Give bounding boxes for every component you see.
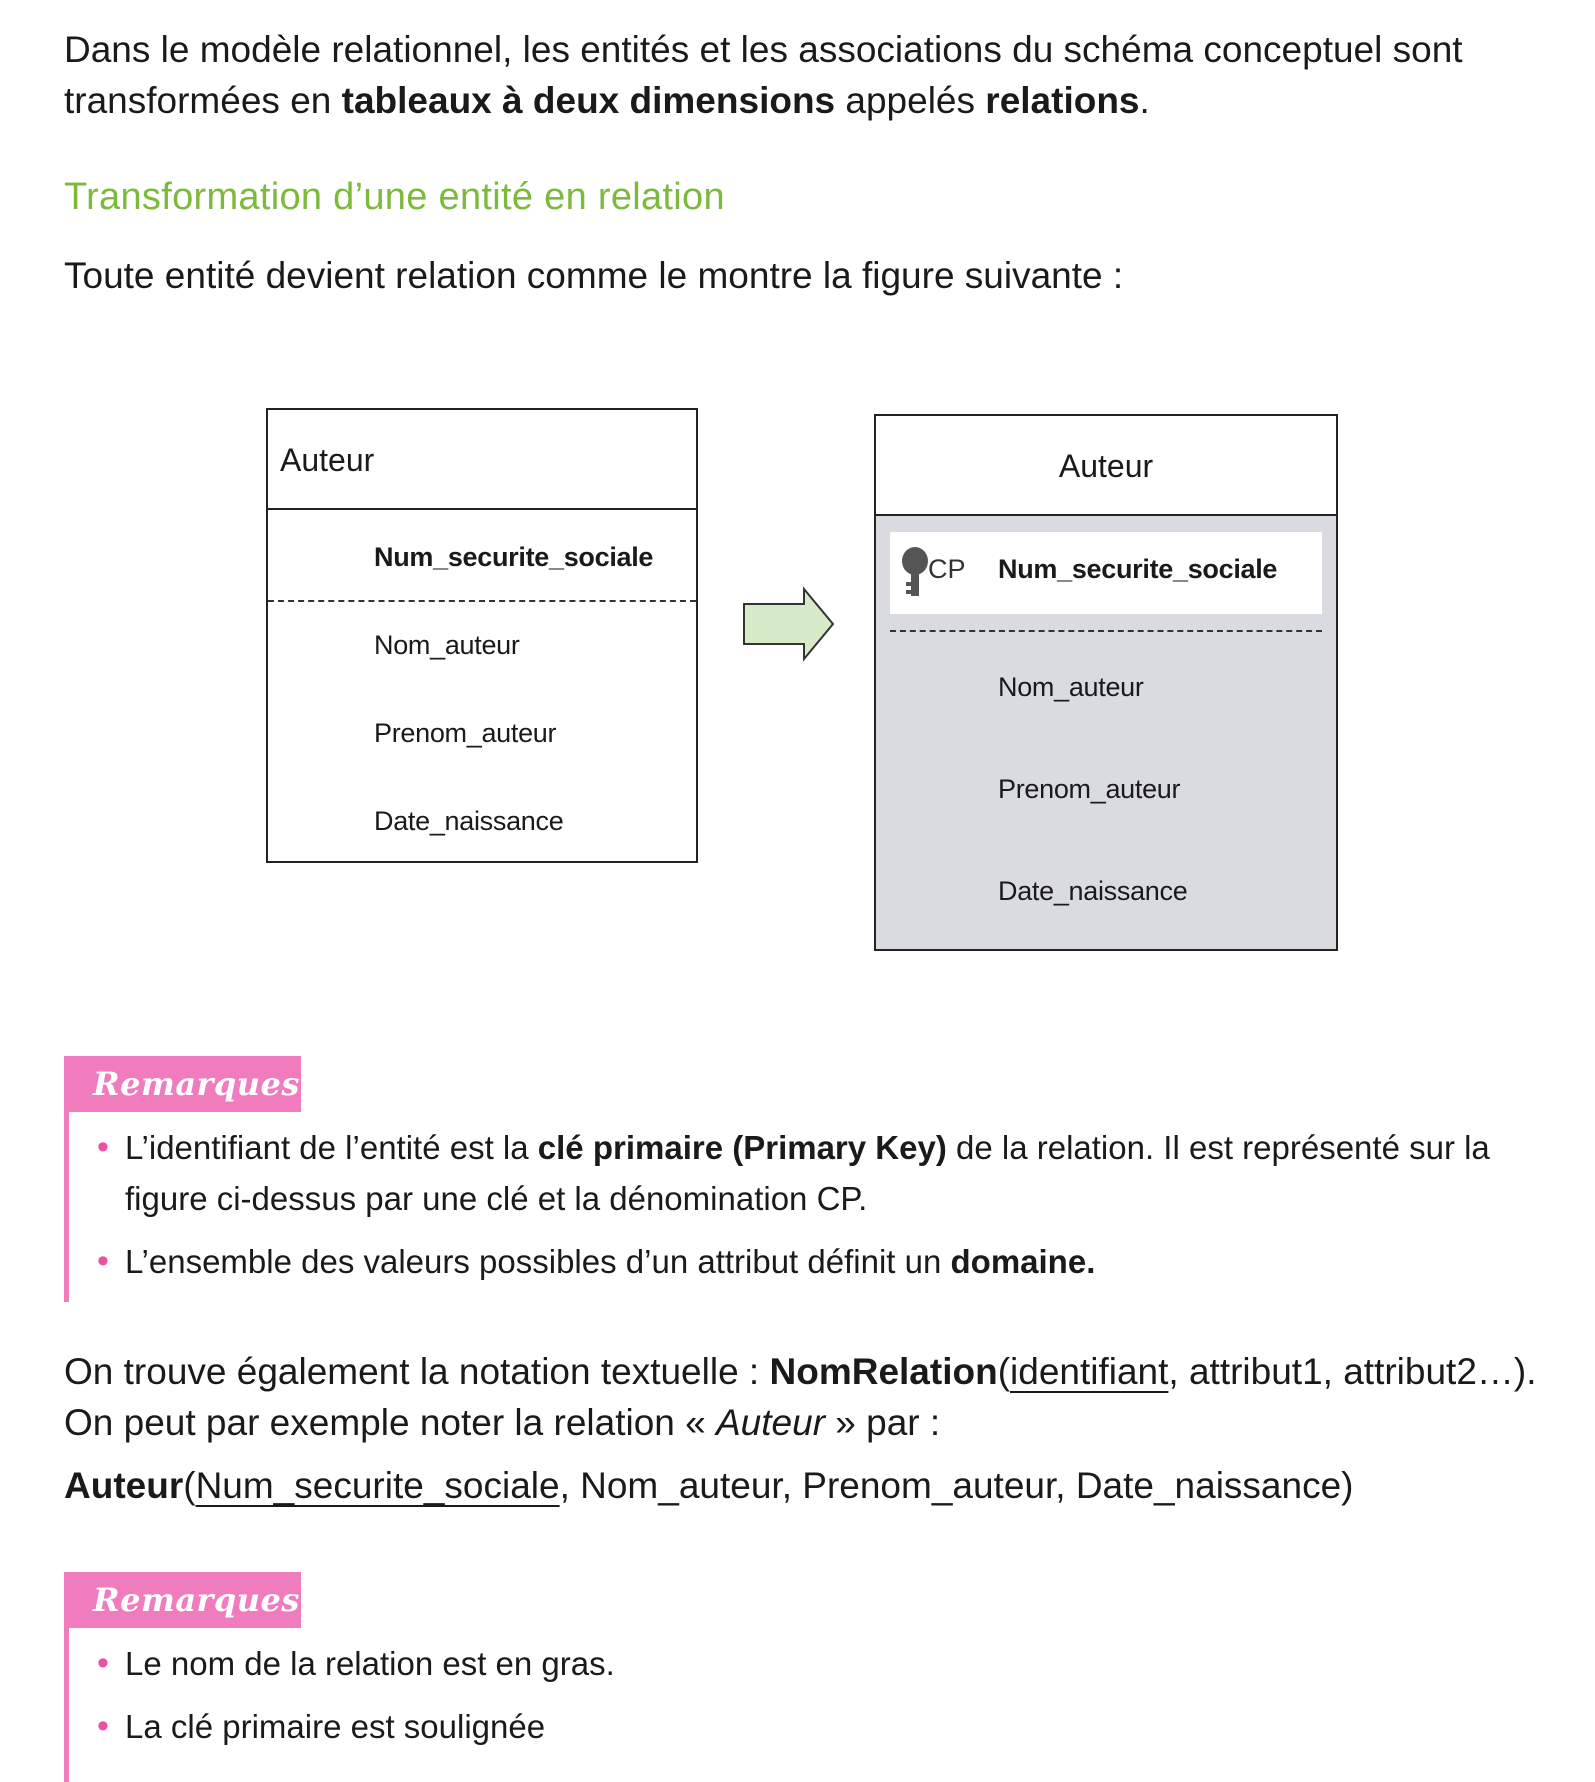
example-text: ( bbox=[183, 1465, 196, 1506]
remark-bold-term: clé primaire (Primary Key) bbox=[537, 1129, 947, 1166]
entity-identifier: Num_securite_sociale bbox=[374, 542, 654, 572]
key-icon bbox=[902, 547, 928, 596]
notation-text: » par : bbox=[825, 1402, 941, 1443]
primary-key-row: CP Num_securite_sociale bbox=[890, 532, 1322, 614]
list-item: • L’identifiant de l’entité est la clé pr… bbox=[97, 1122, 1559, 1224]
bullet-icon: • bbox=[97, 1242, 109, 1280]
remarks-box: Remarques • Le nom de la relation est en … bbox=[64, 1572, 1559, 1782]
intro-text: appelés bbox=[835, 80, 986, 121]
remarks-list: • Le nom de la relation est en gras. • La … bbox=[97, 1638, 1559, 1752]
primary-key-attribute: Num_securite_sociale bbox=[998, 554, 1278, 584]
remarks-tag: Remarques bbox=[69, 1056, 301, 1112]
example-relation-name: Auteur bbox=[64, 1465, 184, 1506]
notation-italic-term: Auteur bbox=[716, 1402, 826, 1443]
pk-separator bbox=[890, 630, 1322, 632]
remark-text: L’ensemble des valeurs possibles d’un at… bbox=[125, 1243, 951, 1280]
intro-text: Dans le modèle relationnel, les entités … bbox=[64, 29, 1463, 121]
notation-text: On trouve également la notation textuell… bbox=[64, 1351, 770, 1392]
list-item: • Le nom de la relation est en gras. bbox=[97, 1638, 1559, 1689]
remark-text: de la relation. Il est représenté sur la… bbox=[125, 1129, 1490, 1217]
notation-underlined-term: identifiant bbox=[1010, 1351, 1169, 1392]
example-notation: Auteur(Num_securite_sociale, Nom_auteur,… bbox=[64, 1460, 1544, 1511]
bullet-icon: • bbox=[97, 1707, 109, 1745]
relation-attribute: Prenom_auteur bbox=[998, 774, 1181, 804]
relation-title: Auteur bbox=[876, 416, 1336, 516]
example-text: , Nom_auteur, Prenom_auteur, Date_naissa… bbox=[559, 1465, 1354, 1506]
section-heading: Transformation d’une entité en relation bbox=[64, 176, 725, 218]
remark-text: L’identifiant de l’entité est la bbox=[125, 1129, 538, 1166]
entity-attribute: Nom_auteur bbox=[374, 630, 520, 660]
notation-text: ( bbox=[997, 1351, 1011, 1392]
entity-attribute: Prenom_auteur bbox=[374, 718, 557, 748]
identifier-separator bbox=[268, 600, 696, 602]
transform-arrow-icon bbox=[743, 586, 835, 662]
remarks-box: Remarques • L’identifiant de l’entité est… bbox=[64, 1056, 1559, 1302]
pk-label: CP bbox=[928, 554, 966, 584]
entity-title: Auteur bbox=[268, 410, 696, 510]
remark-text: Le nom de la relation est en gras. bbox=[125, 1645, 615, 1682]
remarks-tag: Remarques bbox=[69, 1572, 301, 1628]
example-primary-key: Num_securite_sociale bbox=[195, 1465, 560, 1506]
bullet-icon: • bbox=[97, 1644, 109, 1682]
intro-bold-term: tableaux à deux dimensions bbox=[341, 80, 836, 121]
intro-text: . bbox=[1139, 80, 1150, 121]
remark-text: La clé primaire est soulignée bbox=[125, 1708, 546, 1745]
list-item: • L’ensemble des valeurs possibles d’un a… bbox=[97, 1236, 1559, 1287]
entity-attribute: Date_naissance bbox=[374, 806, 564, 836]
intro-bold-term: relations bbox=[985, 80, 1140, 121]
entity-box-left: Auteur Num_securite_sociale Nom_auteur P… bbox=[266, 408, 698, 863]
remarks-list: • L’identifiant de l’entité est la clé pr… bbox=[97, 1122, 1559, 1287]
notation-bold-term: NomRelation bbox=[769, 1351, 998, 1392]
figure-intro: Toute entité devient relation comme le m… bbox=[64, 255, 1124, 296]
relation-attribute: Nom_auteur bbox=[998, 672, 1144, 702]
notation-text: , attribut1, attribut2…). On peut par ex… bbox=[64, 1351, 1537, 1443]
intro-paragraph: Dans le modèle relationnel, les entités … bbox=[64, 24, 1544, 126]
notation-paragraph: On trouve également la notation textuell… bbox=[64, 1346, 1544, 1448]
relation-attribute: Date_naissance bbox=[998, 876, 1188, 906]
remark-bold-term: domaine. bbox=[950, 1243, 1096, 1280]
list-item: • La clé primaire est soulignée bbox=[97, 1701, 1559, 1752]
relation-box-right: Auteur CP Num_securite_sociale Nom_auteu… bbox=[874, 414, 1338, 951]
bullet-icon: • bbox=[97, 1128, 109, 1166]
